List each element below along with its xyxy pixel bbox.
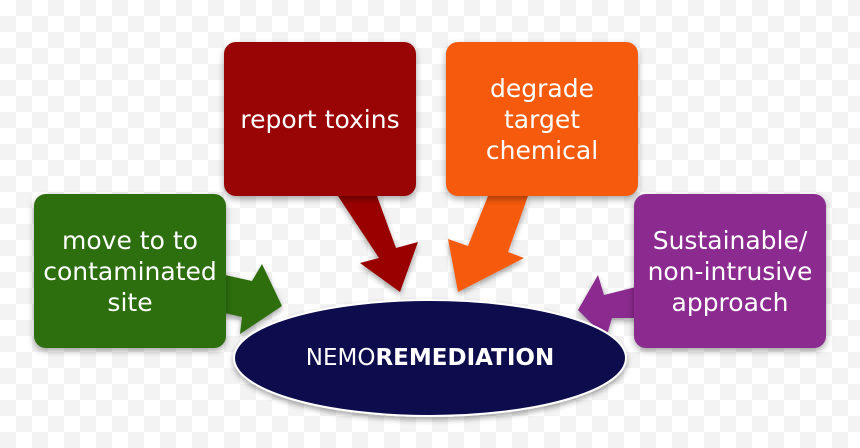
box-move-line-2: contaminated <box>43 256 217 286</box>
arrow-degrade-to-center <box>448 196 528 292</box>
arrow-sustain-to-center <box>578 275 644 338</box>
box-sustain-line-2: non-intrusive <box>647 256 813 286</box>
box-move-text: move to to contaminated site <box>43 225 217 318</box>
center-ellipse <box>233 299 627 417</box>
box-sustain-line-1: Sustainable/ <box>652 225 808 255</box>
box-move-line-3: site <box>107 287 153 317</box>
box-sustain-line-3: approach <box>671 287 789 317</box>
box-move-to-site: move to to contaminated site <box>34 194 226 348</box>
box-sustainable-approach: Sustainable/ non-intrusive approach <box>634 194 826 348</box>
box-move-line-1: move to to <box>62 225 198 255</box>
box-degrade-chemical: degrade target chemical <box>446 42 638 196</box>
box-report-line-1: report toxins <box>240 104 400 134</box>
center-label-prefix: NEMO <box>305 345 376 371</box>
box-degrade-line-1: degrade <box>490 73 594 103</box>
arrow-report-to-center <box>338 196 418 292</box>
box-degrade-text: degrade target chemical <box>486 73 598 166</box>
center-label-emphasis: REMEDIATION <box>375 345 555 371</box>
box-report-text: report toxins <box>240 104 399 135</box>
box-sustain-text: Sustainable/ non-intrusive approach <box>648 225 813 318</box>
arrow-move-to-center <box>216 264 282 334</box>
box-degrade-line-2: target <box>503 104 580 134</box>
box-report-toxins: report toxins <box>224 42 416 196</box>
box-degrade-line-3: chemical <box>485 135 599 165</box>
